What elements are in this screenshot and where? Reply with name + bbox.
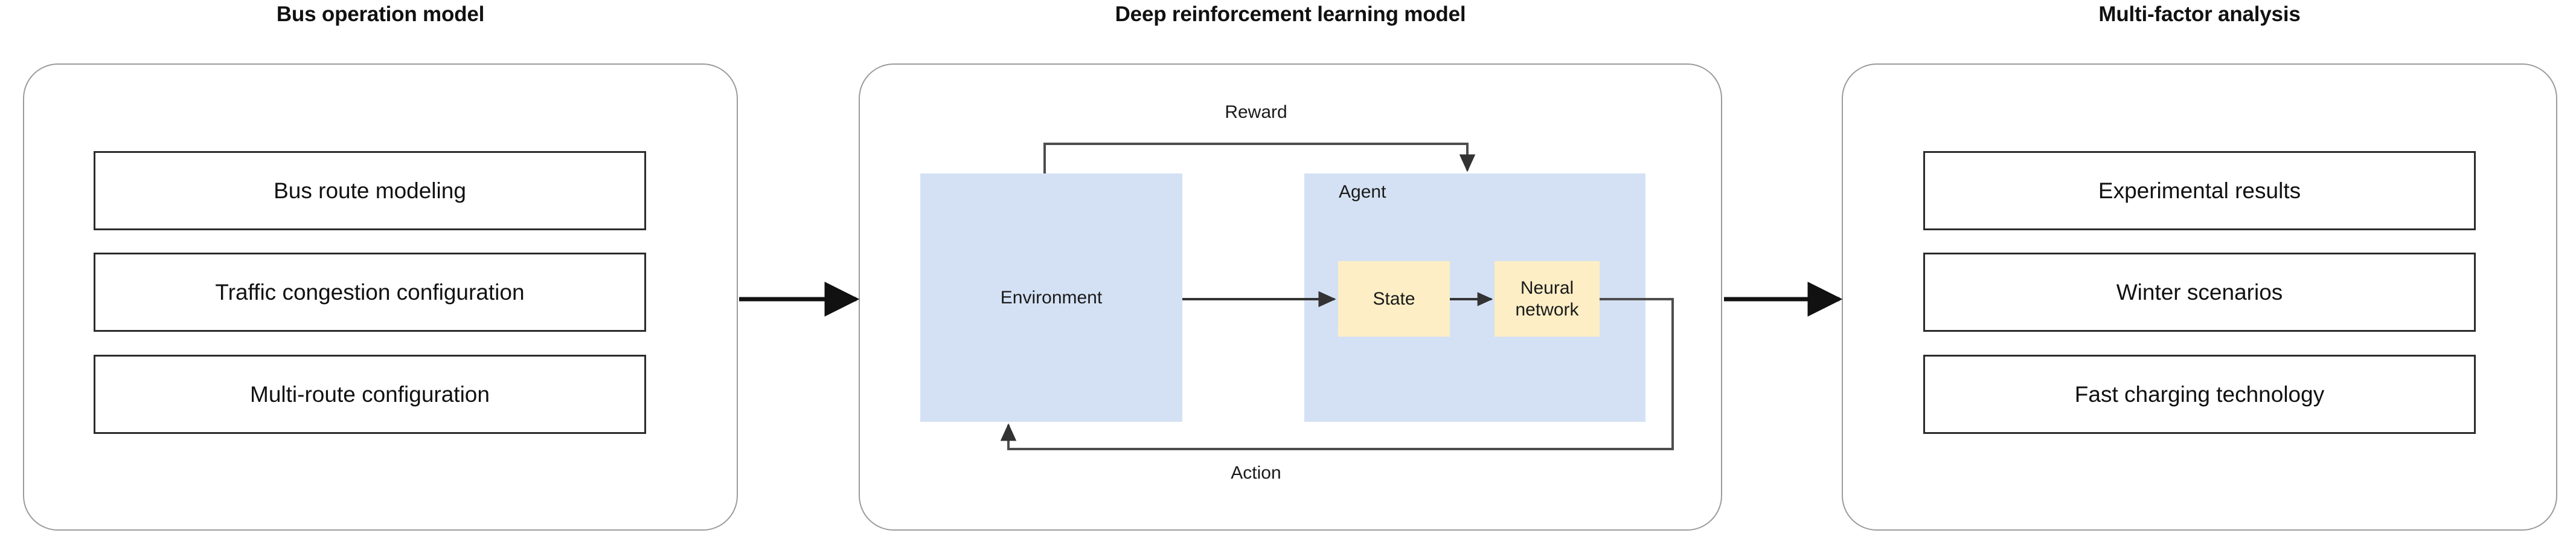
block-environment[interactable] bbox=[920, 173, 1182, 422]
box-multi-route-configuration[interactable]: Multi-route configuration bbox=[94, 355, 646, 434]
block-neural-network-label-line2: network bbox=[1515, 299, 1579, 320]
box-experimental-results[interactable]: Experimental results bbox=[1923, 151, 2476, 230]
panel-title-multi-factor: Multi-factor analysis bbox=[2098, 2, 2301, 26]
panel-title-drl-model: Deep reinforcement learning model bbox=[1115, 2, 1466, 26]
edge-label-reward: Reward bbox=[1225, 102, 1287, 122]
box-traffic-congestion-configuration[interactable]: Traffic congestion configuration bbox=[94, 253, 646, 332]
edge-label-action: Action bbox=[1231, 463, 1281, 483]
block-neural-network-label-line1: Neural bbox=[1520, 277, 1574, 298]
box-fast-charging-technology[interactable]: Fast charging technology bbox=[1923, 355, 2476, 434]
panel-title-bus-operation: Bus operation model bbox=[276, 2, 485, 26]
box-winter-scenarios[interactable]: Winter scenarios bbox=[1923, 253, 2476, 332]
block-neural-network[interactable]: Neural network bbox=[1495, 261, 1600, 337]
block-state[interactable]: State bbox=[1338, 261, 1450, 337]
box-bus-route-modeling[interactable]: Bus route modeling bbox=[94, 151, 646, 230]
